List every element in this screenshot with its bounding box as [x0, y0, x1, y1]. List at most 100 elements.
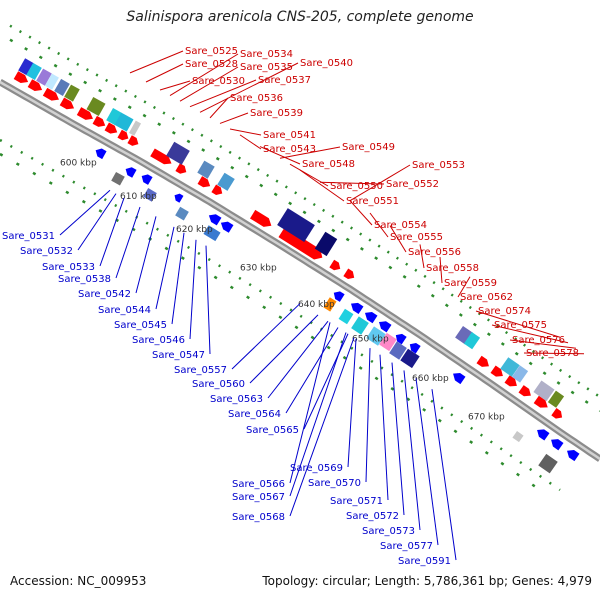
forward-gene-label: Sare_0530	[192, 76, 245, 87]
forward-leader-line	[129, 50, 184, 74]
reverse-gene-label: Sare_0538	[58, 274, 111, 285]
forward-gene-block	[455, 326, 473, 345]
feature-track	[13, 58, 580, 474]
reverse-gene-label: Sare_0532	[20, 246, 73, 257]
forward-gene-label: Sare_0562	[460, 292, 513, 303]
reverse-gene-arrow	[395, 333, 407, 345]
reverse-leader-line	[303, 333, 349, 430]
reverse-leader-line	[267, 320, 329, 399]
forward-gene-block	[26, 62, 42, 80]
forward-gene-arrow	[197, 176, 211, 188]
forward-gene-block	[86, 96, 106, 117]
reverse-gene-label: Sare_0577	[380, 541, 433, 552]
forward-gene-block	[463, 332, 481, 350]
reverse-gene-block	[351, 316, 369, 335]
reverse-gene-label: Sare_0566	[232, 479, 285, 490]
gene-labels: Sare_0525Sare_0528Sare_0530Sare_0534Sare…	[2, 46, 579, 567]
forward-gene-arrow	[278, 226, 323, 260]
forward-leader-line	[389, 225, 407, 253]
reverse-gene-block	[203, 225, 221, 242]
reverse-leader-line	[231, 303, 301, 370]
reverse-gene-block	[538, 453, 558, 474]
forward-leader-line	[299, 169, 345, 202]
tick-label: 640 kbp	[298, 300, 335, 310]
forward-gene-label: Sare_0555	[390, 232, 443, 243]
forward-gene-label: Sare_0535	[240, 62, 293, 73]
forward-gene-block	[500, 357, 520, 377]
reverse-gene-arrow	[364, 312, 378, 324]
forward-gene-block	[106, 107, 122, 126]
reverse-gene-block	[379, 332, 397, 352]
label-leaders	[59, 50, 585, 561]
forward-gene-arrow	[59, 97, 75, 110]
reverse-gene-label: Sare_0560	[192, 379, 245, 390]
forward-leader-line	[457, 276, 471, 298]
forward-leader-line	[509, 339, 577, 349]
reverse-gene-block	[400, 348, 420, 369]
forward-gene-block	[128, 120, 142, 136]
genome-title: Salinispora arenicola CNS-205, complete …	[126, 9, 474, 25]
reverse-gene-block	[389, 341, 407, 360]
forward-leader-line	[169, 53, 239, 96]
tick-label: 670 kbp	[468, 413, 505, 423]
forward-gene-block	[64, 84, 80, 102]
reverse-gene-label: Sare_0545	[114, 320, 167, 331]
reverse-gene-arrow	[174, 193, 184, 203]
tick-label: 600 kbp	[60, 159, 97, 169]
reverse-gene-label: Sare_0564	[228, 409, 281, 420]
forward-leader-line	[279, 146, 341, 159]
reverse-gene-arrow	[551, 439, 564, 451]
forward-leader-line	[209, 97, 229, 119]
reverse-gene-label: Sare_0547	[152, 350, 205, 361]
reverse-leader-line	[415, 378, 439, 546]
reverse-gene-label: Sare_0570	[308, 478, 361, 489]
reverse-gene-block	[111, 171, 125, 186]
forward-leader-line	[219, 112, 249, 124]
reverse-gene-block	[338, 308, 354, 325]
forward-gene-arrow	[42, 87, 59, 101]
forward-gene-label: Sare_0574	[478, 306, 531, 317]
reverse-gene-label: Sare_0591	[398, 556, 451, 567]
forward-gene-label: Sare_0576	[512, 335, 565, 346]
reverse-gene-label: Sare_0569	[290, 463, 343, 474]
forward-gene-label: Sare_0539	[250, 108, 303, 119]
reverse-leader-line	[431, 389, 457, 561]
forward-gene-label: Sare_0558	[426, 263, 479, 274]
forward-leader-line	[523, 352, 585, 355]
reverse-leader-line	[59, 189, 111, 236]
forward-gene-block	[533, 380, 555, 402]
gc-track-outer	[9, 24, 600, 399]
forward-gene-arrow	[329, 259, 341, 271]
reverse-leader-line	[155, 226, 175, 310]
forward-leader-line	[439, 256, 443, 284]
reverse-leader-line	[289, 322, 331, 484]
forward-gene-arrow	[127, 135, 139, 146]
reverse-gene-arrow	[333, 291, 345, 302]
reverse-gene-label: Sare_0571	[330, 496, 383, 507]
reverse-gene-label: Sare_0568	[232, 512, 285, 523]
forward-gene-arrow	[27, 79, 43, 91]
forward-gene-label: Sare_0541	[263, 130, 316, 141]
forward-gene-label: Sare_0550	[330, 181, 383, 192]
forward-gene-label: Sare_0556	[408, 247, 461, 258]
forward-gene-arrow	[104, 122, 118, 134]
forward-gene-block	[197, 160, 215, 179]
reverse-gene-label: Sare_0573	[362, 526, 415, 537]
forward-gene-arrow	[92, 115, 106, 127]
forward-leader-line	[319, 181, 385, 185]
reverse-leader-line	[205, 245, 211, 355]
reverse-gene-arrow	[567, 450, 580, 462]
reverse-gene-label: Sare_0533	[42, 262, 95, 273]
forward-gene-label: Sare_0525	[185, 46, 238, 57]
forward-gene-block	[45, 73, 59, 90]
reverse-gene-label: Sare_0542	[78, 289, 131, 300]
reverse-gene-arrow	[537, 429, 550, 441]
forward-gene-block	[114, 112, 134, 132]
reverse-leader-line	[347, 338, 357, 468]
reverse-gene-label: Sare_0544	[98, 305, 151, 316]
forward-gene-label: Sare_0548	[302, 159, 355, 170]
reverse-leader-line	[365, 348, 371, 483]
reverse-gene-label: Sare_0563	[210, 394, 263, 405]
forward-gene-block	[166, 141, 190, 165]
